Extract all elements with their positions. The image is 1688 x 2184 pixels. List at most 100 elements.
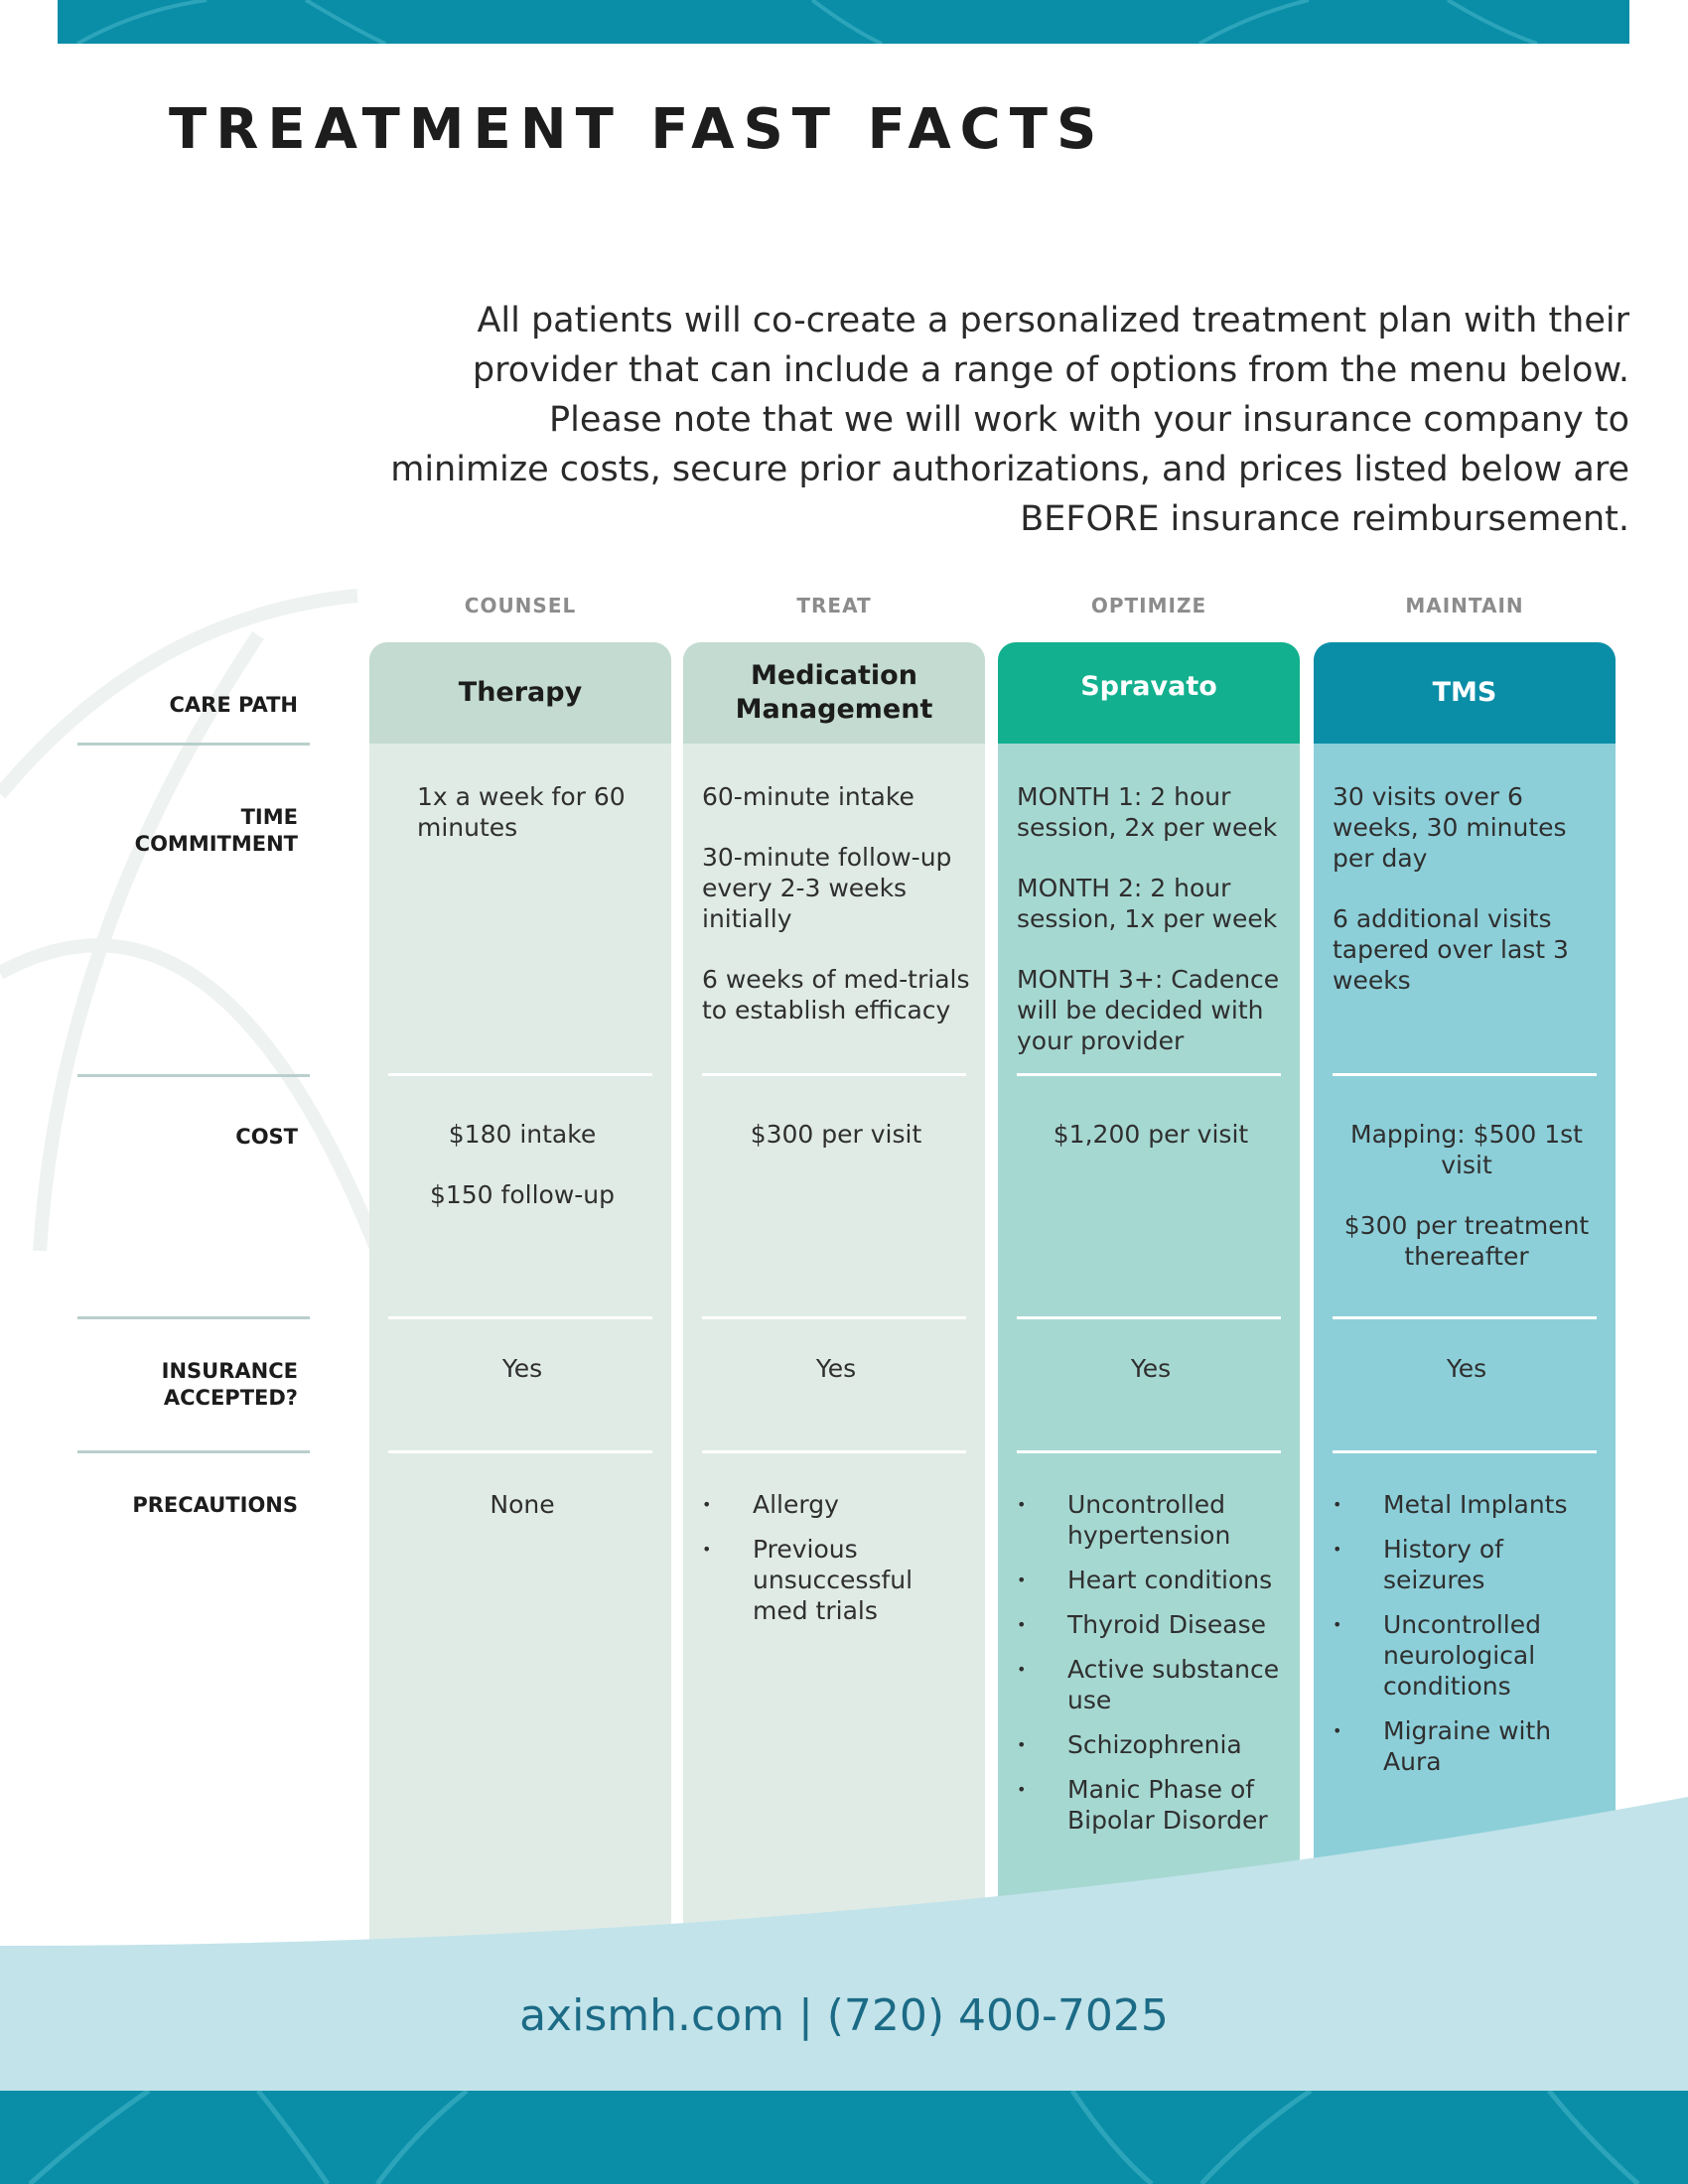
row-label-line: INSURANCE: [161, 1359, 298, 1383]
intro-line: minimize costs, secure prior authorizati…: [390, 450, 1629, 489]
phase-label-optimize: OPTIMIZE: [1090, 594, 1207, 617]
cell-divider: [388, 1073, 652, 1076]
column-header-tms: TMS: [1314, 642, 1616, 744]
column-header-therapy: Therapy: [369, 642, 671, 744]
row-label-cost: COST: [235, 1125, 298, 1149]
cost-cell: $1,200 per visit: [1017, 1119, 1285, 1150]
list-item: Schizophrenia: [1017, 1729, 1285, 1760]
cell-divider: [702, 1316, 966, 1319]
insurance-cell: Yes: [815, 1354, 857, 1383]
cost-text: Mapping: $500 1st visit: [1350, 1120, 1583, 1179]
phase-label-counsel: COUNSEL: [464, 594, 577, 617]
phase-label-maintain: MAINTAIN: [1405, 594, 1524, 617]
header-line: Management: [735, 694, 933, 725]
column-tms: TMS 30 visits over 6 weeks, 30 minutes p…: [1314, 642, 1616, 1985]
list-item: Manic Phase of Bipolar Disorder: [1017, 1774, 1285, 1836]
row-divider: [77, 1316, 310, 1319]
header-line: Spravato: [1080, 671, 1217, 702]
column-spravato: Spravato MONTH 1: 2 hour session, 2x per…: [998, 642, 1300, 1985]
cell-divider: [388, 1316, 652, 1319]
column-header-medication-management: Medication Management: [683, 642, 985, 744]
row-label-line: TIME: [240, 805, 298, 829]
precautions-cell: Allergy Previous unsuccessful med trials: [702, 1489, 970, 1640]
insurance-cell: Yes: [1446, 1354, 1487, 1383]
cell-divider: [1333, 1316, 1597, 1319]
precautions-cell: Metal Implants History of seizures Uncon…: [1333, 1489, 1601, 1791]
cell-divider: [1017, 1073, 1281, 1076]
precautions-list: Uncontrolled hypertension Heart conditio…: [1017, 1489, 1285, 1836]
precautions-cell: Uncontrolled hypertension Heart conditio…: [1017, 1489, 1285, 1849]
time-text: 30-minute follow-up every 2-3 weeks init…: [702, 843, 952, 933]
cost-text: $300 per visit: [750, 1120, 922, 1149]
decorative-lines: [76, 0, 1538, 44]
cell-divider: [1017, 1450, 1281, 1453]
row-divider: [77, 743, 310, 746]
intro-line: BEFORE insurance reimbursement.: [1020, 499, 1629, 539]
time-text: 30 visits over 6 weeks, 30 minutes per d…: [1333, 782, 1567, 873]
list-item: Previous unsuccessful med trials: [702, 1534, 970, 1626]
cost-text: $150 follow-up: [429, 1180, 616, 1209]
cost-text: $180 intake: [448, 1120, 597, 1149]
column-therapy: Therapy 1x a week for 60 minutes $180 in…: [369, 642, 671, 1985]
list-item: Metal Implants: [1333, 1489, 1601, 1520]
precautions-list: Allergy Previous unsuccessful med trials: [702, 1489, 970, 1626]
list-item: History of seizures: [1333, 1534, 1601, 1595]
cell-divider: [388, 1450, 652, 1453]
list-item: Active substance use: [1017, 1654, 1285, 1715]
cell-divider: [1333, 1450, 1597, 1453]
list-item: Thyroid Disease: [1017, 1609, 1285, 1640]
cell-divider: [1333, 1073, 1597, 1076]
time-commitment-cell: MONTH 1: 2 hour session, 2x per week MON…: [1017, 781, 1285, 1056]
intro-line: provider that can include a range of opt…: [472, 350, 1629, 390]
insurance-cell: Yes: [1130, 1354, 1172, 1383]
row-label-line: ACCEPTED?: [163, 1386, 298, 1410]
cost-text: $1,200 per visit: [1053, 1120, 1249, 1149]
row-label-time-commitment: TIME COMMITMENT: [77, 804, 298, 858]
header-line: TMS: [1432, 677, 1497, 708]
list-item: Uncontrolled hypertension: [1017, 1489, 1285, 1551]
intro-line: Please note that we will work with your …: [549, 400, 1629, 440]
column-medication-management: Medication Management 60-minute intake 3…: [683, 642, 985, 1985]
row-divider: [77, 1450, 310, 1453]
insurance-cell: Yes: [501, 1354, 543, 1383]
time-text: 6 weeks of med-trials to establish effic…: [702, 965, 970, 1024]
list-item: Heart conditions: [1017, 1565, 1285, 1595]
background-swirl: [0, 589, 384, 1251]
footer-contact: axismh.com | (720) 400-7025: [519, 1990, 1169, 2041]
cell-divider: [702, 1073, 966, 1076]
row-label-care-path: CARE PATH: [169, 693, 298, 717]
time-commitment-cell: 1x a week for 60 minutes: [417, 781, 655, 843]
list-item: Allergy: [702, 1489, 970, 1520]
column-header-spravato: Spravato: [998, 642, 1300, 744]
row-divider: [77, 1074, 310, 1077]
time-text: MONTH 3+: Cadence will be decided with y…: [1017, 965, 1280, 1055]
top-banner: [58, 0, 1629, 44]
time-text: 60-minute intake: [702, 782, 914, 811]
header-line: Therapy: [458, 677, 583, 708]
phase-label-treat: TREAT: [796, 594, 872, 617]
cell-divider: [1017, 1316, 1281, 1319]
cost-cell: $300 per visit: [702, 1119, 970, 1150]
row-label-precautions: PRECAUTIONS: [132, 1493, 298, 1517]
cost-cell: Mapping: $500 1st visit $300 per treatme…: [1333, 1119, 1601, 1272]
time-text: MONTH 1: 2 hour session, 2x per week: [1017, 782, 1278, 842]
cost-text: $300 per treatment thereafter: [1343, 1211, 1590, 1271]
time-commitment-cell: 30 visits over 6 weeks, 30 minutes per d…: [1333, 781, 1601, 996]
header-line: Medication: [751, 660, 917, 691]
time-text: 6 additional visits tapered over last 3 …: [1333, 904, 1569, 995]
time-text: 1x a week for 60 minutes: [417, 782, 626, 842]
row-label-line: COMMITMENT: [134, 832, 298, 856]
page-title: TREATMENT FAST FACTS: [169, 97, 1106, 162]
footer-wave: [0, 1797, 1688, 2095]
decorative-lines: [28, 2091, 1640, 2184]
bottom-banner: [0, 2091, 1688, 2184]
cell-divider: [702, 1450, 966, 1453]
cost-cell: $180 intake $150 follow-up: [388, 1119, 656, 1210]
row-label-insurance: INSURANCE ACCEPTED?: [77, 1358, 298, 1412]
list-item: Uncontrolled neurological conditions: [1333, 1609, 1601, 1702]
time-commitment-cell: 60-minute intake 30-minute follow-up eve…: [702, 781, 970, 1025]
intro-paragraph: All patients will co-create a personaliz…: [228, 296, 1629, 544]
list-item: Migraine with Aura: [1333, 1715, 1601, 1777]
time-text: MONTH 2: 2 hour session, 1x per week: [1017, 874, 1278, 933]
intro-line: All patients will co-create a personaliz…: [477, 301, 1629, 341]
